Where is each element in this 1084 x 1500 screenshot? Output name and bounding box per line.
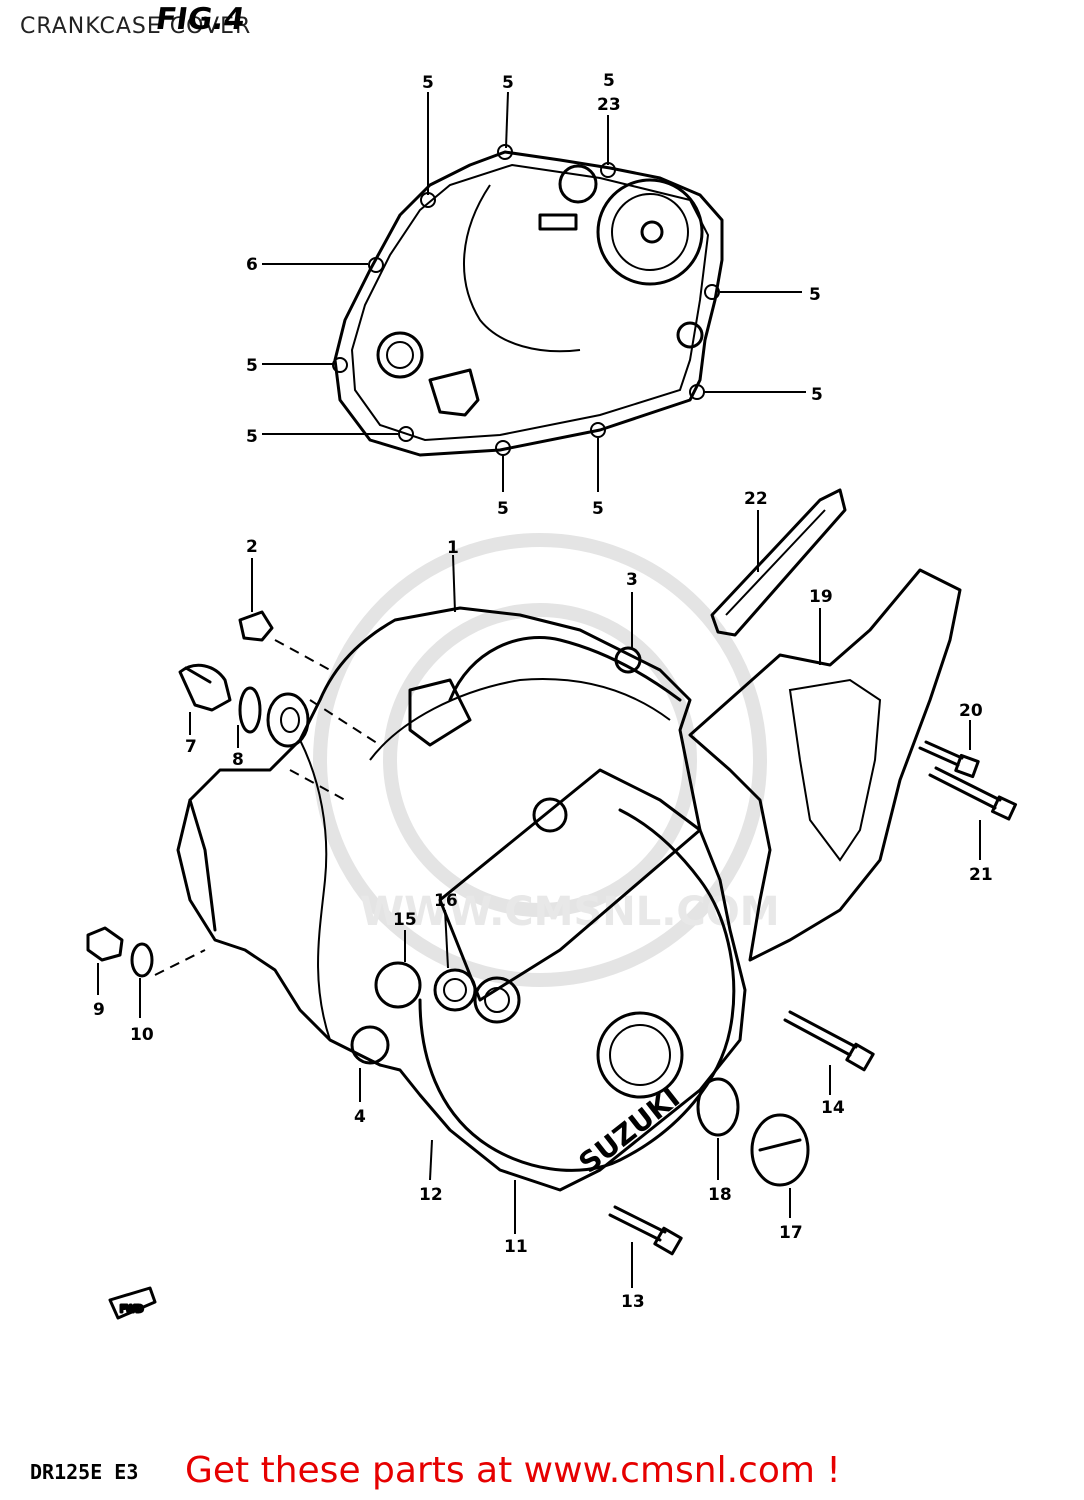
callout-15: 15 xyxy=(393,910,417,930)
sprocket-cover xyxy=(688,488,962,962)
callout-18: 18 xyxy=(708,1185,732,1205)
bolts-right: FWD xyxy=(108,740,1018,1320)
callout-5-d: 5 xyxy=(809,285,821,305)
callout-22: 22 xyxy=(744,489,768,509)
page-title: CRANKCASE COVER xyxy=(20,14,252,39)
leader-lines-upper xyxy=(262,91,806,492)
clutch-cover-outer xyxy=(332,144,724,457)
callout-5-a: 5 xyxy=(422,73,434,93)
callout-5-g: 5 xyxy=(246,427,258,447)
callout-2: 2 xyxy=(246,537,258,557)
callout-20: 20 xyxy=(959,701,983,721)
watermark-logo: WWW.CMSNL.COM xyxy=(313,533,780,987)
callout-17: 17 xyxy=(779,1223,803,1243)
callout-16: 16 xyxy=(434,891,458,911)
callout-4: 4 xyxy=(354,1107,366,1127)
callout-1: 1 xyxy=(447,538,459,558)
callout-6: 6 xyxy=(246,255,258,275)
callout-5-i: 5 xyxy=(592,499,604,519)
leader-lines-lower xyxy=(97,510,981,1288)
parts-link-banner[interactable]: Get these parts at www.cmsnl.com ! xyxy=(185,1450,841,1491)
callout-5-h: 5 xyxy=(497,499,509,519)
callout-5-b: 5 xyxy=(502,73,514,93)
watermark-text: WWW.CMSNL.COM xyxy=(360,889,780,935)
model-code: DR125E E3 xyxy=(30,1460,139,1484)
callout-8: 8 xyxy=(232,750,244,770)
callout-11: 11 xyxy=(504,1237,528,1257)
callout-5-c: 5 xyxy=(603,71,615,91)
callout-13: 13 xyxy=(621,1292,645,1312)
callout-21: 21 xyxy=(969,865,993,885)
callout-7: 7 xyxy=(185,737,197,757)
callout-19: 19 xyxy=(809,587,833,607)
callout-23: 23 xyxy=(597,95,621,115)
callout-14: 14 xyxy=(821,1098,845,1118)
callout-10: 10 xyxy=(130,1025,154,1045)
callout-labels: 1 2 3 4 5 5 5 5 5 5 5 5 5 6 7 8 9 10 11 … xyxy=(93,71,993,1312)
callout-3: 3 xyxy=(626,570,638,590)
callout-9: 9 xyxy=(93,1000,105,1020)
callout-5-e: 5 xyxy=(246,356,258,376)
forward-arrow-label: FWD xyxy=(120,1304,144,1315)
callout-12: 12 xyxy=(419,1185,443,1205)
callout-5-f: 5 xyxy=(811,385,823,405)
